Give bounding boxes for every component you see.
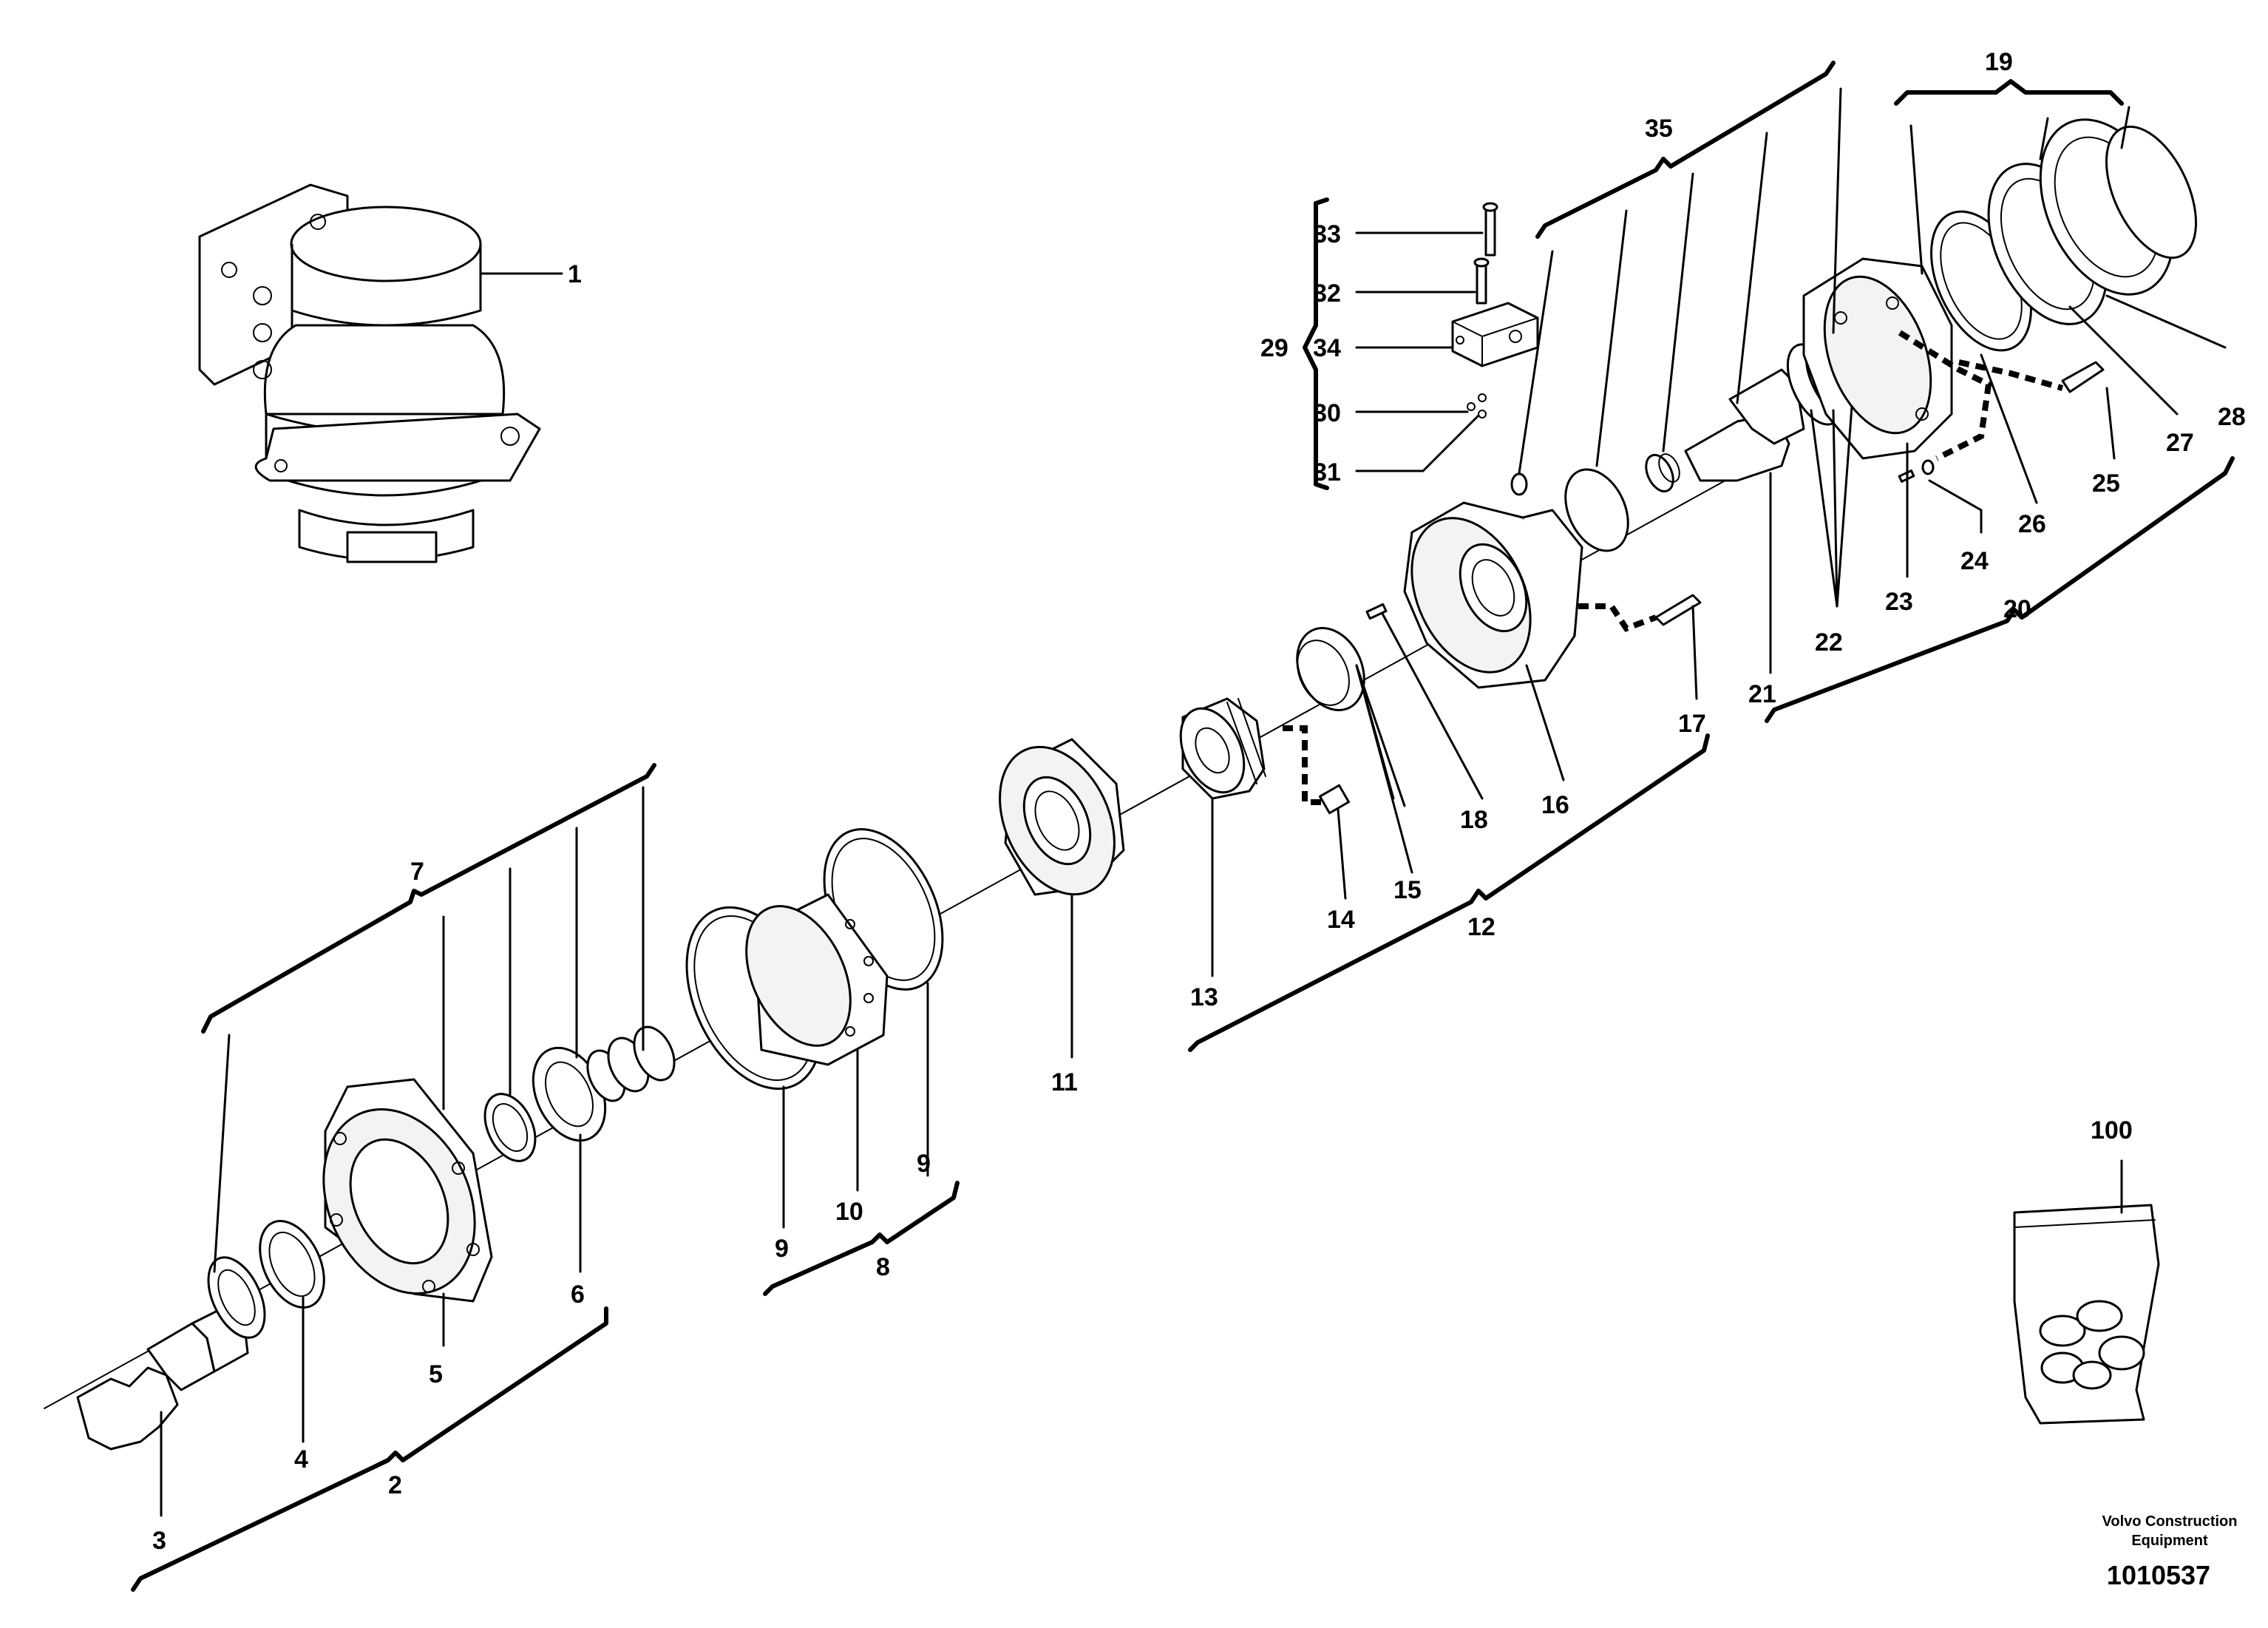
seals-35 [1510, 453, 1680, 552]
planet-carrier-11 [999, 738, 1125, 896]
brand-line-1: Volvo Construction [2102, 1513, 2238, 1530]
pinion-shaft [76, 1303, 249, 1451]
label-2: 2 [388, 1471, 402, 1499]
label-23: 23 [1885, 588, 1913, 616]
brake-piston-23 [1802, 257, 1953, 460]
motor-cover-16 [1403, 501, 1583, 689]
label-22: 22 [1815, 628, 1843, 657]
label-12: 12 [1467, 913, 1495, 941]
label-7: 7 [410, 858, 424, 886]
label-28: 28 [2218, 403, 2246, 431]
label-4: 4 [294, 1445, 308, 1473]
bracket-8 [763, 1181, 960, 1296]
brand-line-2: Equipment [2131, 1533, 2208, 1549]
bracket-12 [1188, 733, 1710, 1052]
bearing-4 [207, 1220, 325, 1339]
label-11: 11 [1051, 1068, 1078, 1096]
brake-dashed-path [1898, 330, 1992, 461]
leader-lines [160, 87, 2227, 1517]
label-9b: 9 [917, 1150, 931, 1178]
washer-24 [1921, 459, 1935, 475]
bracket-29 [1303, 197, 1329, 490]
seal-kit-bag-100 [2013, 1204, 2160, 1425]
valve-block-34 [1451, 302, 1539, 367]
label-10: 10 [835, 1198, 863, 1226]
brake-cover-19 [1930, 118, 2198, 352]
label-17: 17 [1678, 710, 1706, 738]
label-33: 33 [1313, 220, 1341, 248]
label-20: 20 [2003, 595, 2031, 623]
bolt-17-guide [1578, 603, 1657, 632]
label-15: 15 [1393, 876, 1422, 904]
label-24: 24 [1960, 547, 1989, 575]
o-rings-30-31 [1467, 393, 1487, 418]
label-100: 100 [2091, 1116, 2133, 1144]
label-35: 35 [1645, 115, 1673, 143]
bolt-25-path [1958, 359, 2064, 391]
housing-5 [322, 1078, 493, 1303]
label-25: 25 [2092, 469, 2120, 498]
bracket-20 [1765, 456, 2235, 723]
bolt-17 [1654, 594, 1702, 626]
label-21: 21 [1748, 680, 1776, 708]
bracket-19 [1894, 79, 2124, 106]
label-1: 1 [568, 260, 582, 288]
label-13: 13 [1190, 983, 1218, 1011]
label-30: 30 [1313, 399, 1341, 427]
label-31: 31 [1313, 458, 1341, 486]
label-29: 29 [1260, 334, 1289, 362]
label-9a: 9 [775, 1235, 789, 1263]
pin-18 [1365, 603, 1388, 620]
label-26: 26 [2018, 510, 2046, 538]
bracket-2 [131, 1306, 608, 1592]
label-32: 32 [1313, 279, 1341, 308]
bolts-32-33 [1473, 202, 1498, 305]
label-6: 6 [571, 1281, 585, 1309]
label-19: 19 [1985, 48, 2013, 76]
label-27: 27 [2166, 429, 2194, 457]
label-18: 18 [1460, 806, 1488, 834]
part-labels: 1 2 3 4 5 6 7 8 9 9 10 11 12 13 14 15 16… [152, 48, 2246, 1555]
spring-14 [1319, 784, 1350, 815]
swing-motor-assembly [198, 183, 541, 563]
label-16: 16 [1541, 791, 1569, 819]
plate-15 [1296, 627, 1365, 711]
label-34: 34 [1313, 334, 1341, 362]
label-8: 8 [876, 1253, 890, 1281]
bolt-25 [2061, 361, 2105, 393]
bracket-35 [1535, 61, 1836, 239]
label-14: 14 [1327, 906, 1355, 934]
ring-gear-assembly [685, 828, 944, 1091]
label-3: 3 [152, 1527, 166, 1555]
cylinder-block-13 [1179, 697, 1266, 800]
spring-14-guide [1283, 725, 1323, 805]
label-5: 5 [429, 1360, 443, 1388]
drawing-number: 1010537 [2107, 1560, 2210, 1590]
bracket-7 [201, 763, 656, 1034]
drive-shaft-21 [1684, 368, 1805, 482]
